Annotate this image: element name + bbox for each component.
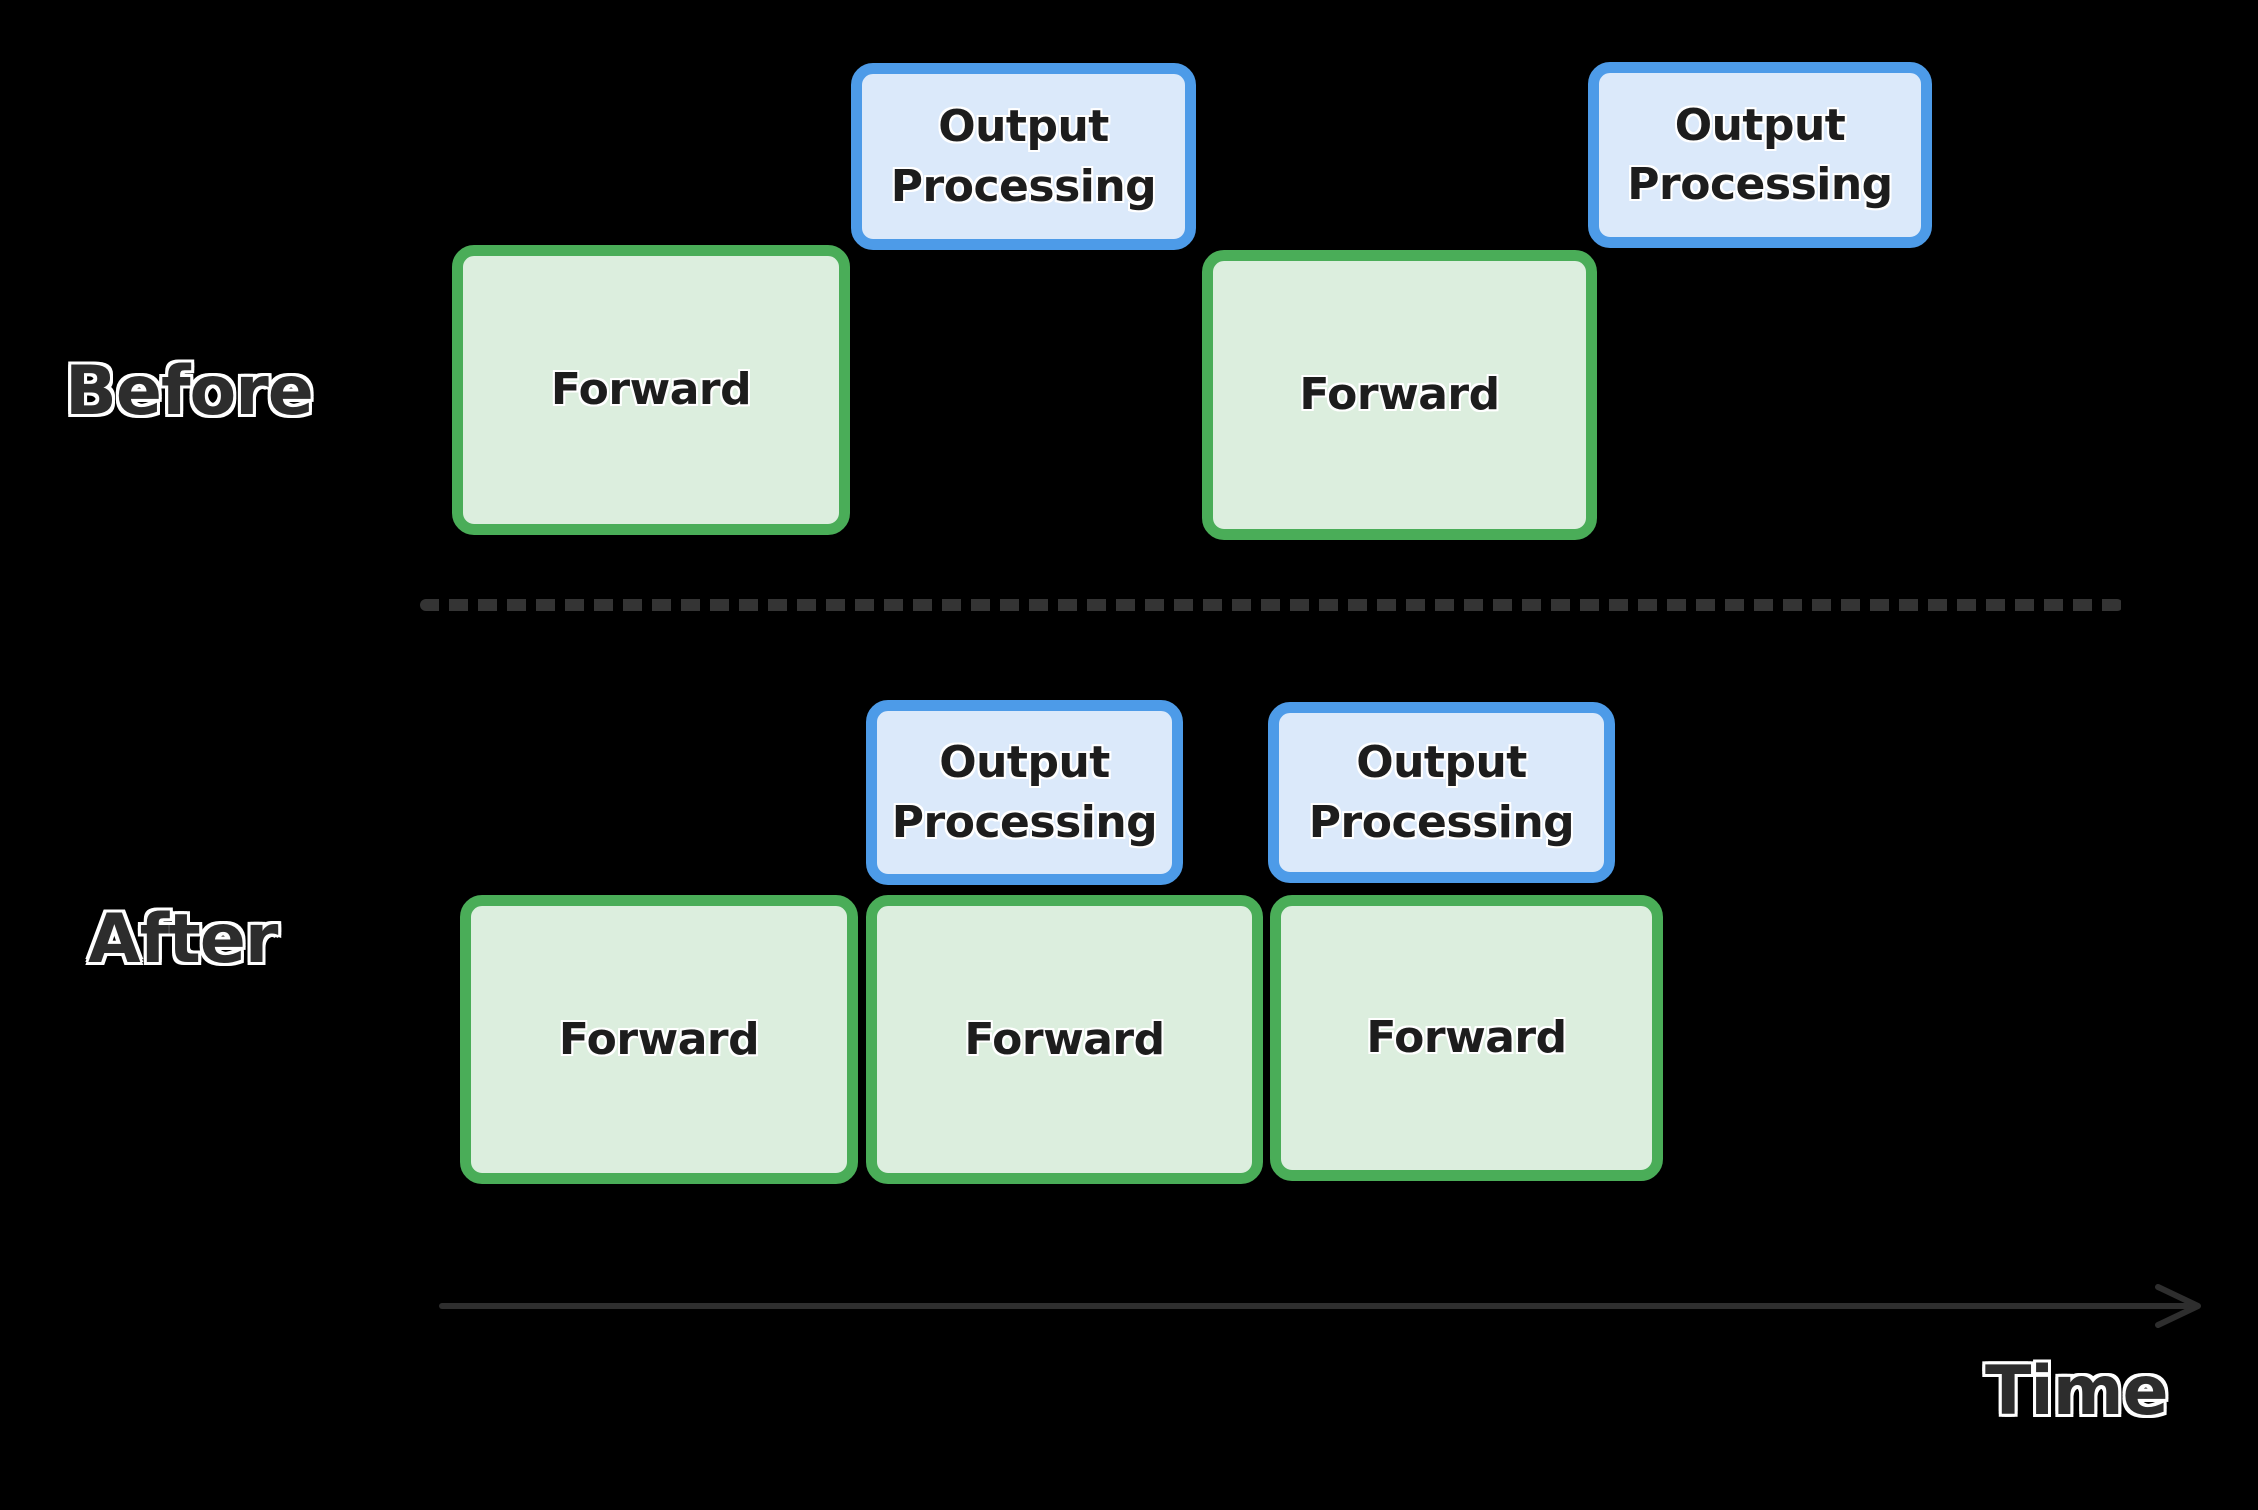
output-processing-label: Output Processing (1308, 737, 1575, 848)
forward-block: Forward (460, 895, 858, 1184)
output-processing-label: Output Processing (890, 101, 1157, 212)
forward-label: Forward (1366, 1012, 1567, 1064)
forward-label: Forward (964, 1013, 1165, 1065)
forward-label: Forward (1299, 369, 1500, 421)
output-processing-block: Output Processing (1588, 62, 1932, 248)
output-processing-block: Output Processing (1268, 702, 1615, 883)
output-processing-label: Output Processing (1627, 99, 1893, 210)
forward-block: Forward (1202, 250, 1597, 540)
output-processing-block: Output Processing (866, 700, 1183, 885)
output-processing-label: Output Processing (891, 737, 1158, 848)
after-row-label: After (88, 900, 278, 979)
output-processing-block: Output Processing (851, 63, 1196, 250)
forward-block: Forward (452, 245, 850, 535)
row-divider-dashed-line (420, 599, 2123, 611)
forward-block: Forward (866, 895, 1263, 1184)
time-axis-arrow (439, 1284, 2201, 1328)
forward-label: Forward (550, 364, 752, 416)
forward-label: Forward (558, 1013, 760, 1065)
forward-block: Forward (1270, 895, 1663, 1181)
before-row-label: Before (65, 352, 314, 431)
time-axis-label: Time (1985, 1352, 2169, 1431)
